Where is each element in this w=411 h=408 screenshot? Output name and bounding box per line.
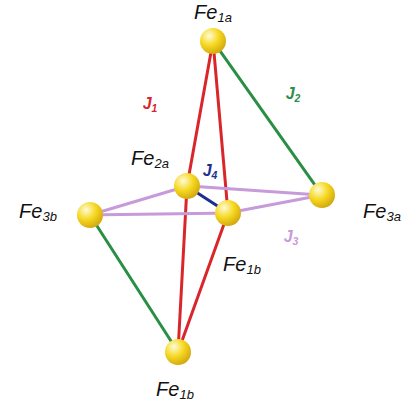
exchange-bond bbox=[102, 190, 174, 212]
atom-label: Fe1a bbox=[194, 2, 232, 24]
exchange-bond bbox=[200, 187, 309, 194]
exchange-bond bbox=[182, 225, 223, 340]
atom-label: Fe3b bbox=[19, 201, 57, 223]
exchange-bond bbox=[103, 213, 215, 215]
exchange-bond bbox=[221, 52, 315, 185]
exchange-bond bbox=[241, 197, 309, 210]
exchange-label: J2 bbox=[286, 86, 301, 104]
atom-label: Fe1b bbox=[156, 379, 194, 401]
exchange-bond bbox=[179, 199, 187, 339]
exchange-bond bbox=[189, 54, 210, 173]
exchange-bond bbox=[97, 226, 171, 341]
exchange-label: J3 bbox=[284, 229, 299, 247]
fe-atom: Fe1b bbox=[165, 339, 191, 365]
atom-label: Fe1b bbox=[223, 254, 261, 276]
fe-atom: Fe1b bbox=[215, 200, 241, 226]
atom-label: Fe3a bbox=[363, 201, 401, 223]
fe-atom: Fe2a bbox=[174, 173, 200, 199]
fe-atom: Fe3a bbox=[309, 182, 335, 208]
exchange-bond bbox=[198, 193, 217, 206]
exchange-label: J1 bbox=[143, 96, 158, 114]
fe-atom: Fe1a bbox=[200, 28, 226, 54]
exchange-label: J4 bbox=[203, 163, 218, 181]
fe-atom: Fe3b bbox=[77, 202, 103, 228]
atom-label: Fe2a bbox=[131, 148, 169, 170]
